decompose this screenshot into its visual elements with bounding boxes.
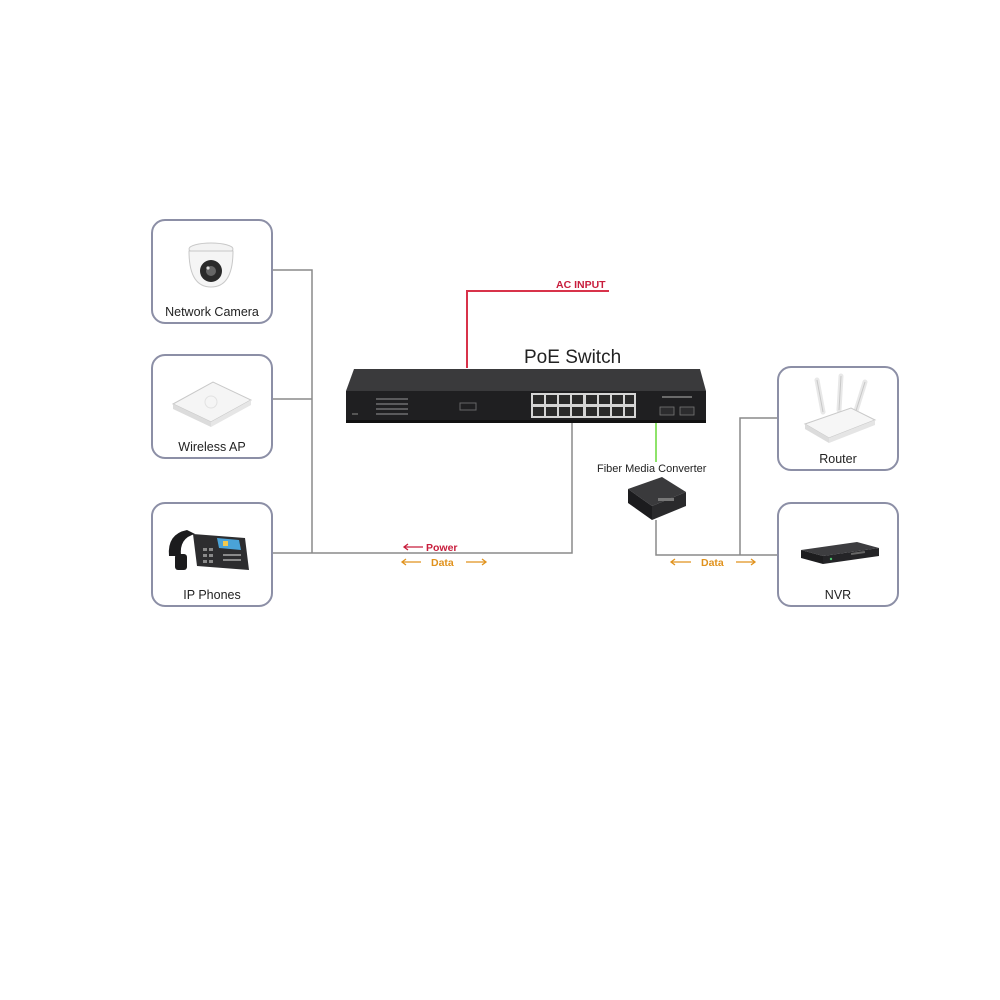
power-arrow [402, 543, 423, 551]
converter-nvr-line [655, 520, 777, 556]
router-label: Router [819, 452, 857, 466]
ip-phones-box: IP Phones [151, 502, 273, 607]
data-label-left: Data [431, 557, 454, 569]
ac-input-line [466, 290, 609, 368]
nvr-box: NVR [777, 502, 899, 607]
wireless-ap-label: Wireless AP [178, 440, 246, 454]
router-link-line [739, 417, 777, 555]
fiber-media-converter-device [628, 477, 686, 520]
power-label: Power [426, 542, 458, 554]
network-camera-label: Network Camera [165, 305, 259, 319]
wireless-ap-box: Wireless AP [151, 354, 273, 459]
data-arrow-left [400, 558, 488, 566]
switch-ports [531, 393, 636, 418]
network-camera-box: Network Camera [151, 219, 273, 324]
desk-phone-icon [168, 530, 249, 570]
router-box: Router [777, 366, 899, 471]
ip-phones-label: IP Phones [183, 588, 241, 602]
ac-input-label: AC INPUT [556, 279, 606, 291]
data-arrow-right [669, 558, 757, 566]
fiber-media-converter-label: Fiber Media Converter [597, 463, 707, 475]
data-label-right: Data [701, 557, 724, 569]
phone-switch-line [273, 421, 573, 554]
poe-switch-title: PoE Switch [524, 347, 622, 368]
wifi-router-icon [803, 373, 877, 443]
dome-camera-icon [188, 242, 234, 288]
nvr-recorder-icon [801, 542, 879, 564]
camera-link-line [273, 269, 313, 553]
access-point-icon [171, 381, 253, 427]
poe-switch-device [346, 369, 706, 423]
nvr-label: NVR [824, 588, 852, 602]
